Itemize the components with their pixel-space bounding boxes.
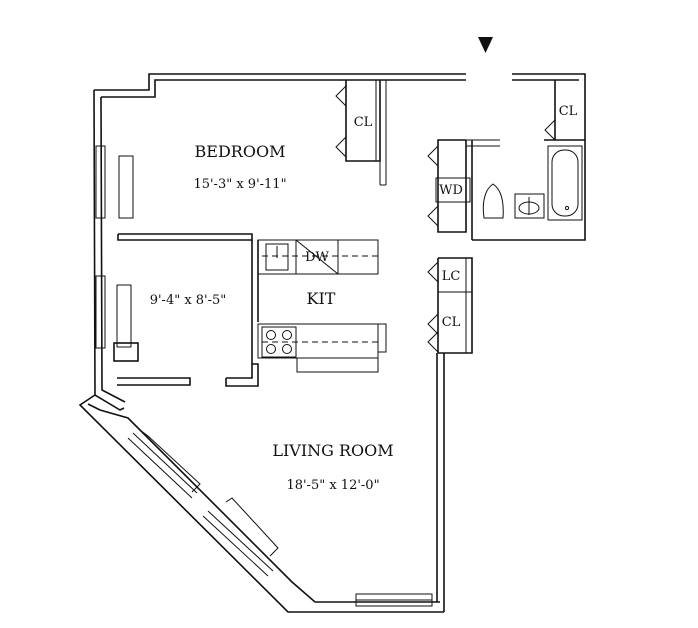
- bedroom-name: BEDROOM: [195, 142, 286, 161]
- kitchen-fixtures: [257, 239, 387, 373]
- hall-closet-label: CL: [442, 315, 461, 330]
- windows: [95, 145, 433, 607]
- interior-walls: [113, 80, 585, 387]
- linen-closet-label: LC: [442, 269, 461, 284]
- washer-dryer-label: WD: [439, 183, 463, 198]
- entry-arrow-icon: [478, 37, 493, 53]
- bath-closet-label: CL: [559, 104, 578, 119]
- dishwasher-label: DW: [305, 250, 329, 265]
- exterior-walls: [78, 73, 586, 613]
- den-dimensions: 9'-4" x 8'-5": [150, 293, 227, 308]
- bedroom-closet-label: CL: [354, 115, 373, 130]
- room-labels: BEDROOM 15'-3" x 9'-11" 9'-4" x 8'-5" KI…: [150, 104, 578, 493]
- kitchen-name: KIT: [307, 289, 336, 308]
- living-room-dimensions: 18'-5" x 12'-0": [286, 478, 379, 493]
- living-room-name: LIVING ROOM: [272, 441, 393, 460]
- bedroom-dimensions: 15'-3" x 9'-11": [193, 177, 286, 192]
